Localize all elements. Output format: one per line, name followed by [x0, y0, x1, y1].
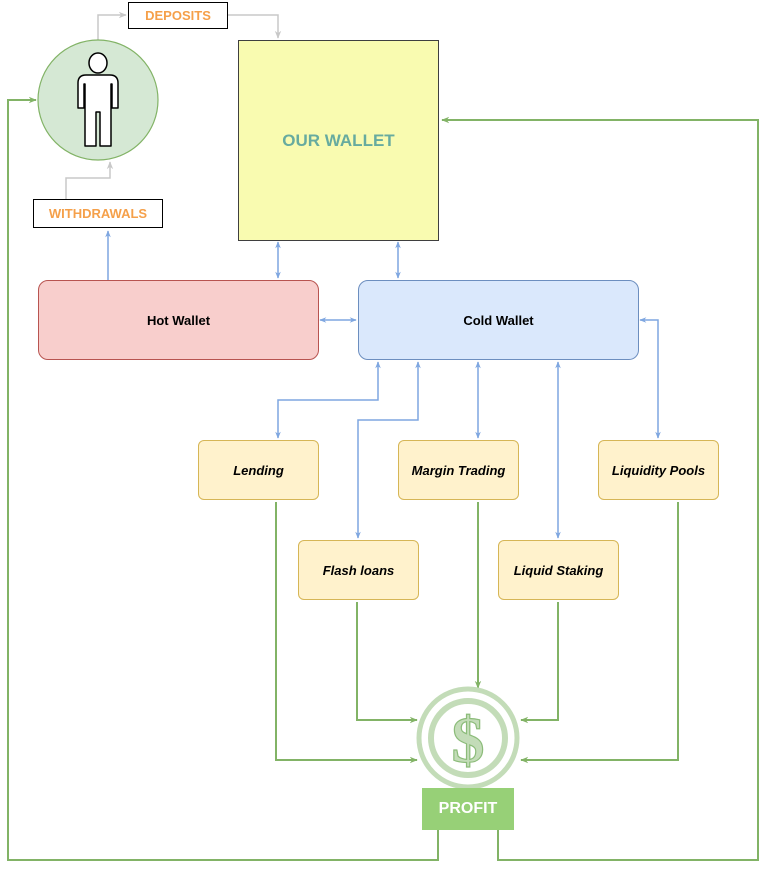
- hot-wallet-box[interactable]: Hot Wallet: [38, 280, 319, 360]
- user-to-deposits-arrow: [97, 11, 127, 42]
- cold-flash-loans-link: [355, 361, 421, 539]
- margin-trading-box[interactable]: Margin Trading: [398, 440, 519, 500]
- staking-to-profit-arrow: [520, 602, 559, 724]
- our-wallet-box[interactable]: OUR WALLET: [238, 40, 439, 241]
- profit-box[interactable]: PROFIT: [422, 788, 514, 830]
- person-icon: [77, 52, 119, 147]
- liquid-staking-box[interactable]: Liquid Staking: [498, 540, 619, 600]
- deposits-label: DEPOSITS: [128, 2, 228, 29]
- withdrawals-label: WITHDRAWALS: [33, 199, 163, 228]
- cold-lending-link: [275, 361, 381, 439]
- cold-wallet-box[interactable]: Cold Wallet: [358, 280, 639, 360]
- profit-to-wallet-arrow: [441, 116, 759, 861]
- flash-to-profit-arrow: [356, 602, 418, 724]
- liquidity-pools-box[interactable]: Liquidity Pools: [598, 440, 719, 500]
- svg-text:$: $: [452, 704, 485, 777]
- deposits-to-wallet-arrow: [228, 14, 282, 39]
- user-node[interactable]: [37, 39, 159, 161]
- withdrawals-to-user-arrow: [65, 161, 114, 199]
- profit-to-user-arrow: [7, 96, 439, 861]
- dollar-icon: $: [416, 686, 520, 790]
- lending-box[interactable]: Lending: [198, 440, 319, 500]
- flash-loans-box[interactable]: Flash loans: [298, 540, 419, 600]
- lending-to-profit-arrow: [275, 502, 418, 764]
- pools-to-profit-arrow: [520, 502, 679, 764]
- cold-pools-link: [639, 317, 661, 439]
